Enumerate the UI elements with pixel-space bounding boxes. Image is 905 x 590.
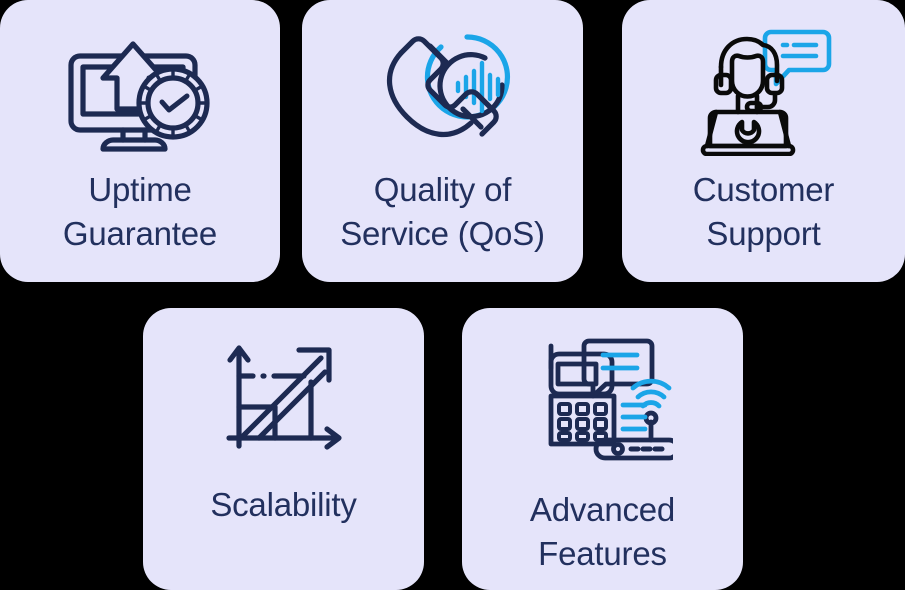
support-agent-headset-icon [694,26,834,156]
feature-card-label: Scalability [143,483,424,527]
feature-card-quality-of-service[interactable]: Quality of Service (QoS) [302,0,583,282]
feature-card-label: Quality of Service (QoS) [302,168,583,255]
desk-phone-router-wifi-icon [533,334,673,464]
label-line-1: Advanced [529,491,676,528]
label-line-1: Uptime [88,171,192,208]
feature-card-uptime-guarantee[interactable]: Uptime Guarantee [0,0,280,282]
feature-card-label: Advanced Features [462,488,743,575]
growth-chart-arrow-icon [219,334,349,459]
label-line-2: Support [706,214,821,252]
label-line-2: Features [538,534,667,572]
monitor-upload-clock-icon [65,26,215,156]
feature-card-customer-support[interactable]: Customer Support [622,0,905,282]
feature-card-label: Uptime Guarantee [0,168,280,255]
feature-card-label: Customer Support [622,168,905,255]
label-line-1: Customer [692,171,835,208]
label-line-2: Guarantee [62,214,218,252]
label-line-1: Quality of [373,171,512,208]
feature-card-scalability[interactable]: Scalability [143,308,424,590]
phone-handset-waveform-icon [367,26,519,156]
label-line-1: Scalability [210,486,357,523]
feature-card-advanced-features[interactable]: Advanced Features [462,308,743,590]
label-line-2: Service (QoS) [340,214,545,252]
